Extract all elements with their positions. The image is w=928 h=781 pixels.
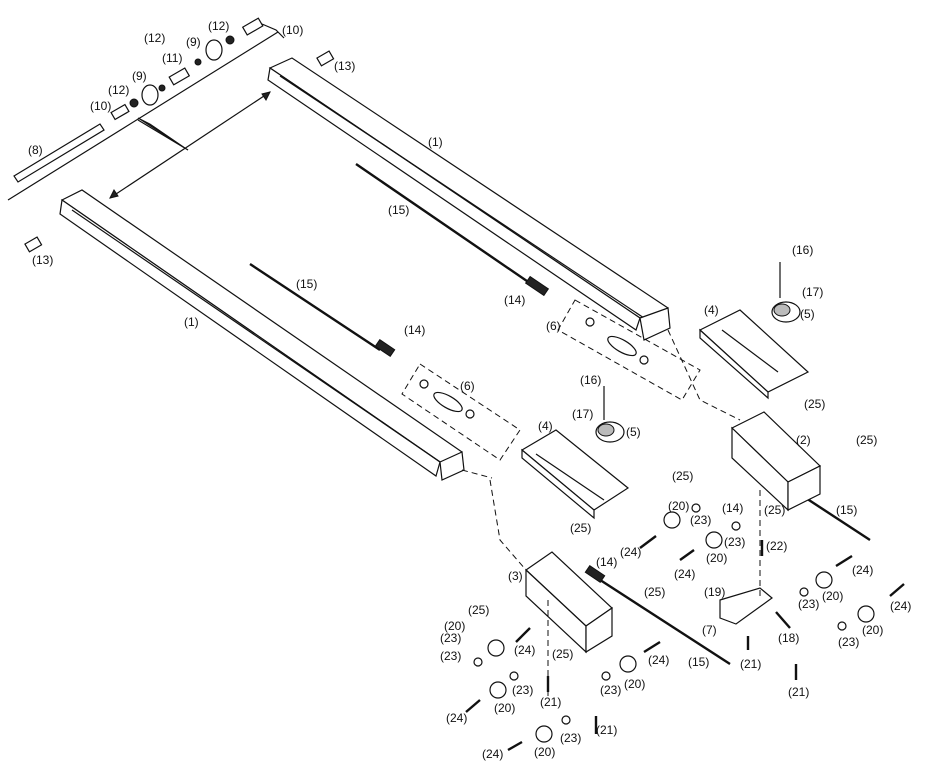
callout-20: (20): [624, 677, 645, 691]
bracket-left: [525, 551, 613, 654]
knob-upper: [771, 262, 801, 323]
callout-17: (17): [802, 285, 823, 299]
callout-24: (24): [674, 567, 695, 581]
callout-24: (24): [648, 653, 669, 667]
callout-4: (4): [538, 419, 553, 433]
callout-25: (25): [570, 521, 591, 535]
width-arrow: [109, 91, 271, 199]
callout-18: (18): [778, 631, 799, 645]
collar-upper: [316, 50, 335, 67]
callout-1: (1): [428, 135, 443, 149]
callout-10: (10): [282, 23, 303, 37]
callout-23: (23): [724, 535, 745, 549]
callout-24: (24): [890, 599, 911, 613]
callout-23: (23): [512, 683, 533, 697]
block-left: [520, 429, 630, 520]
callout-24: (24): [852, 563, 873, 577]
callout-6: (6): [460, 379, 475, 393]
callout-20: (20): [706, 551, 727, 565]
bolts: [465, 535, 905, 752]
callout-25: (25): [764, 503, 785, 517]
callout-5: (5): [800, 307, 815, 321]
callout-5: (5): [626, 425, 641, 439]
collar-lower: [24, 236, 43, 253]
callout-20: (20): [862, 623, 883, 637]
callout-20: (20): [444, 619, 465, 633]
callout-23: (23): [798, 597, 819, 611]
callout-25: (25): [856, 433, 877, 447]
callout-25: (25): [804, 397, 825, 411]
callout-12: (12): [144, 31, 165, 45]
knob-lower: [595, 386, 625, 443]
rollers: [487, 511, 875, 743]
callout-24: (24): [446, 711, 467, 725]
callout-16: (16): [580, 373, 601, 387]
adjust-plate: [719, 587, 773, 625]
callout-3: (3): [508, 569, 523, 583]
callout-13: (13): [334, 59, 355, 73]
callout-22: (22): [766, 539, 787, 553]
callout-21: (21): [540, 695, 561, 709]
callout-15: (15): [836, 503, 857, 517]
callout-24: (24): [514, 643, 535, 657]
callout-20: (20): [668, 499, 689, 513]
callout-1: (1): [184, 315, 199, 329]
callout-21: (21): [788, 685, 809, 699]
upper-rail: [267, 57, 671, 341]
callout-15: (15): [296, 277, 317, 291]
callout-labels: (1) (1) (2) (3) (4) (4) (5) (5) (6) (6) …: [28, 19, 911, 761]
block-right: [698, 309, 810, 400]
callout-20: (20): [534, 745, 555, 759]
callout-15: (15): [688, 655, 709, 669]
callout-12: (12): [208, 19, 229, 33]
callout-20: (20): [822, 589, 843, 603]
bracket-right: [730, 411, 822, 512]
shaft-assembly: [7, 17, 285, 201]
callout-23: (23): [838, 635, 859, 649]
callout-4: (4): [704, 303, 719, 317]
callout-11: (11): [162, 51, 182, 65]
callout-7: (7): [702, 623, 717, 637]
callout-6: (6): [546, 319, 561, 333]
callout-10: (10): [90, 99, 111, 113]
callout-24: (24): [482, 747, 503, 761]
callout-23: (23): [600, 683, 621, 697]
callout-9: (9): [132, 69, 147, 83]
callout-20: (20): [494, 701, 515, 715]
plate-upper: [557, 299, 701, 401]
callout-21: (21): [740, 657, 761, 671]
callout-16: (16): [792, 243, 813, 257]
callout-12: (12): [108, 83, 129, 97]
callout-23: (23): [690, 513, 711, 527]
callout-8: (8): [28, 143, 43, 157]
callout-14: (14): [722, 501, 743, 515]
callout-14: (14): [404, 323, 425, 337]
callout-17: (17): [572, 407, 593, 421]
callout-25: (25): [552, 647, 573, 661]
callout-25: (25): [644, 585, 665, 599]
callout-23: (23): [560, 731, 581, 745]
callout-15: (15): [388, 203, 409, 217]
assembly-guides: [461, 329, 761, 700]
callout-23: (23): [440, 631, 461, 645]
callout-23: (23): [440, 649, 461, 663]
lower-rail: [59, 189, 465, 481]
callout-25: (25): [468, 603, 489, 617]
plate-lower: [401, 363, 521, 461]
callout-24: (24): [620, 545, 641, 559]
callout-21: (21): [596, 723, 617, 737]
callout-2: (2): [796, 433, 811, 447]
callout-25: (25): [672, 469, 693, 483]
callout-14: (14): [504, 293, 525, 307]
callout-9: (9): [186, 35, 201, 49]
callout-13: (13): [32, 253, 53, 267]
callout-14: (14): [596, 555, 617, 569]
spacers: [473, 503, 847, 725]
callout-19: (19): [704, 585, 725, 599]
